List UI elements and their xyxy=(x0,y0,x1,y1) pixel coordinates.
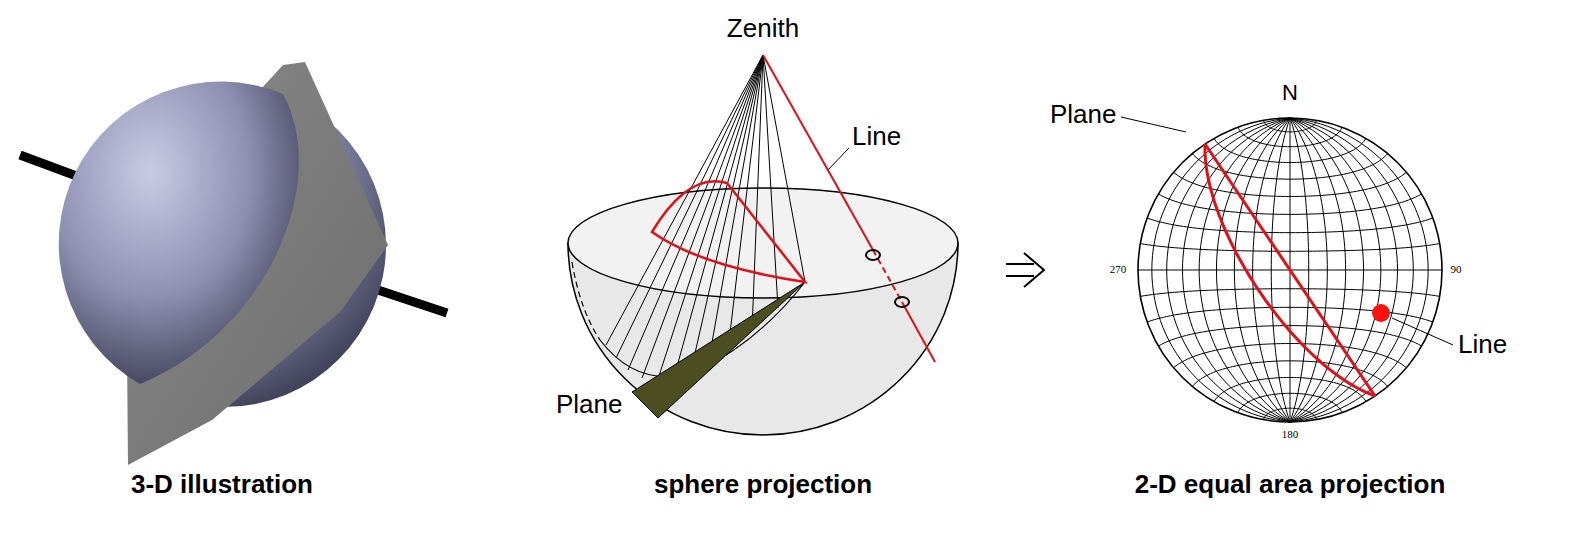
net-parallel xyxy=(1264,120,1317,132)
hemisphere-projection xyxy=(568,55,958,435)
net-parallel xyxy=(1238,127,1342,147)
net-parallel xyxy=(1214,138,1366,162)
leader-line xyxy=(1392,318,1453,345)
azimuth-label: 270 xyxy=(1110,263,1127,276)
net-parallel xyxy=(1264,408,1317,420)
zenith-label: Zenith xyxy=(727,14,799,44)
net-parallel xyxy=(1238,393,1342,413)
dashed-curve xyxy=(572,262,600,340)
panel-caption: sphere projection xyxy=(654,470,872,500)
line-label: Line xyxy=(1458,330,1507,360)
pierce-point xyxy=(866,250,880,260)
hemisphere-rim xyxy=(568,188,958,298)
plane-wedge xyxy=(632,282,805,418)
sphere-front xyxy=(59,82,299,384)
sphere-illustration xyxy=(20,62,447,465)
projection-rays xyxy=(606,55,805,382)
pierce-point xyxy=(895,297,909,307)
strike-line xyxy=(1205,144,1375,396)
great-circle-plane xyxy=(1205,144,1375,396)
net-parallel xyxy=(1140,289,1439,297)
line-label: Line xyxy=(852,122,901,152)
azimuth-label: 180 xyxy=(1282,428,1299,441)
panel-caption: 3-D illustration xyxy=(131,470,313,500)
double-arrow xyxy=(1006,253,1044,287)
north-label: N xyxy=(1282,80,1298,105)
leader-line xyxy=(828,148,849,170)
panel-caption: 2-D equal area projection xyxy=(1135,470,1446,500)
net-parallel xyxy=(1158,194,1421,214)
azimuth-label: 90 xyxy=(1451,263,1462,276)
net-parallel xyxy=(1147,218,1433,233)
net-parallel xyxy=(1140,244,1439,252)
plane-label: Plane xyxy=(1050,100,1117,130)
equal-area-net xyxy=(1138,118,1442,422)
net-primitive xyxy=(1138,118,1442,422)
projected-plane xyxy=(652,181,805,282)
line-point xyxy=(1372,304,1390,322)
line-ray xyxy=(763,55,873,250)
net-parallel xyxy=(1174,344,1407,368)
net-parallel xyxy=(1158,326,1421,346)
leader-line xyxy=(1121,117,1186,132)
net-parallel xyxy=(1147,307,1433,322)
plane-label: Plane xyxy=(556,390,623,420)
line-ray xyxy=(902,302,935,362)
